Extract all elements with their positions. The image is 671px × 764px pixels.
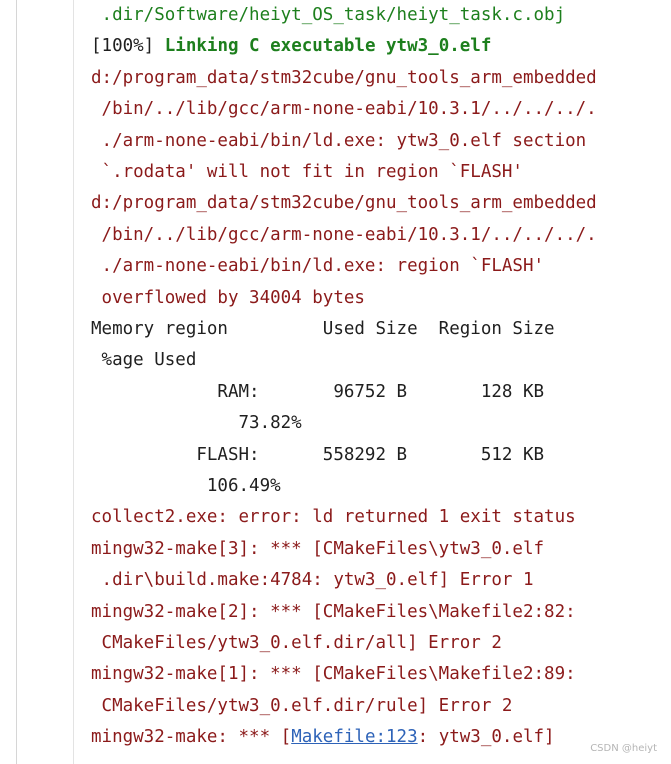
left-border (16, 0, 17, 764)
console-line: %age Used (91, 350, 197, 371)
console-gutter (17, 0, 73, 764)
linking-message: Linking C executable ytw3_0.elf (164, 36, 492, 57)
console-line: RAM: 96752 B 128 KB (91, 381, 545, 402)
console-line: mingw32-make[2]: *** [CMakeFiles\Makefil… (91, 601, 576, 622)
make-error-suffix: : ytw3_0.elf] (417, 727, 555, 748)
console-line: Memory region Used Size Region Size (91, 319, 555, 339)
console-line: collect2.exe: error: ld returned 1 exit … (91, 507, 576, 528)
console-line: mingw32-make[1]: *** [CMakeFiles\Makefil… (91, 664, 576, 685)
console-line: 106.49% (91, 476, 281, 496)
console-line-last: mingw32-make: *** [Makefile:123: ytw3_0.… (91, 722, 555, 753)
console-line: mingw32-make[3]: *** [CMakeFiles\ytw3_0.… (91, 538, 545, 559)
console-line: `.rodata' will not fit in region `FLASH' (91, 162, 523, 182)
console-line: .dir\build.make:4784: ytw3_0.elf] Error … (91, 570, 534, 591)
make-error-prefix: mingw32-make: *** [ (91, 727, 292, 748)
console-line: d:/program_data/stm32cube/gnu_tools_arm_… (91, 67, 597, 88)
console-line: CMakeFiles/ytw3_0.elf.dir/all] Error 2 (91, 633, 502, 653)
console-line: overflowed by 34004 bytes (91, 287, 365, 308)
progress-percent: [100%] (91, 36, 165, 57)
gutter-divider (73, 0, 74, 764)
console-line: ./arm-none-eabi/bin/ld.exe: region `FLAS… (91, 256, 545, 277)
console-line: /bin/../lib/gcc/arm-none-eabi/10.3.1/../… (91, 99, 597, 120)
console-line: 73.82% (91, 413, 302, 434)
console-line: d:/program_data/stm32cube/gnu_tools_arm_… (91, 193, 597, 214)
console-line: ./arm-none-eabi/bin/ld.exe: ytw3_0.elf s… (91, 130, 587, 151)
makefile-link[interactable]: Makefile:123 (291, 727, 418, 748)
console-line: /bin/../lib/gcc/arm-none-eabi/10.3.1/../… (91, 224, 597, 245)
console-line: CMakeFiles/ytw3_0.elf.dir/rule] Error 2 (91, 695, 513, 716)
console-line: [100%] Linking C executable ytw3_0.elf (91, 31, 491, 62)
watermark: CSDN @heiyt (590, 743, 657, 754)
console-line: FLASH: 558292 B 512 KB (91, 444, 545, 465)
console-line: .dir/Software/heiyt_OS_task/heiyt_task.c… (91, 5, 566, 25)
